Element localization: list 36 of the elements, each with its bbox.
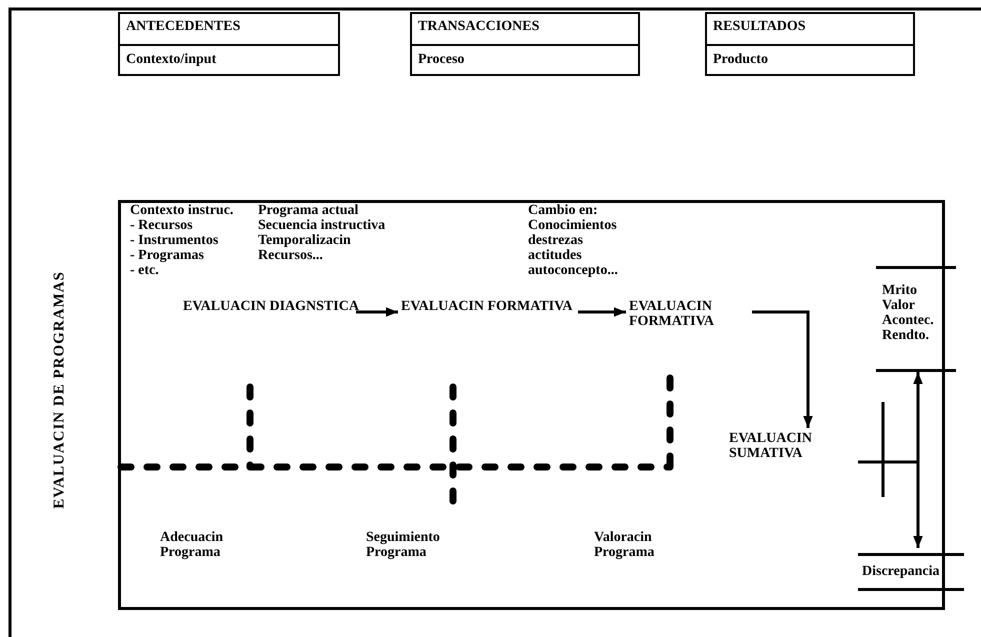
list-item: - Instrumentos: [130, 233, 218, 248]
outcome-label: Valoracin Programa: [594, 530, 656, 560]
arrow: [578, 307, 626, 317]
list-item: Programa actual: [258, 203, 358, 218]
outcome-label: Seguimiento Programa: [366, 530, 441, 560]
box-subheading: Contexto/input: [126, 52, 216, 68]
list-item: Conocimientos: [528, 218, 617, 233]
box-subheading: Proceso: [418, 52, 464, 68]
list-item: autoconcepto...: [528, 263, 618, 278]
outcome-text: Discrepancia: [858, 553, 964, 591]
list-item: Recursos...: [258, 248, 323, 263]
header-box: [705, 12, 915, 76]
arrow: [356, 307, 398, 317]
list-item: - Programas: [130, 248, 204, 263]
box-heading: ANTECEDENTES: [126, 19, 240, 35]
list-item: actitudes: [528, 248, 582, 263]
list-item: Temporalizacin: [258, 233, 351, 248]
outcome-text: Mrito Valor Acontec. Rendto.: [876, 266, 956, 372]
evaluation-stage: EVALUACIN SUMATIVA: [729, 431, 861, 461]
box-subheading: Producto: [713, 52, 768, 68]
header-box: [118, 12, 340, 76]
outcome-label: Adecuacin Programa: [160, 530, 224, 560]
box-heading: RESULTADOS: [713, 19, 806, 35]
evaluation-stage: EVALUACIN FORMATIVA: [401, 299, 581, 314]
evaluation-stage: EVALUACIN DIAGNSTICA: [183, 299, 359, 314]
box-heading: TRANSACCIONES: [418, 19, 540, 35]
arrow: [752, 310, 813, 428]
column-heading: Cambio en:: [528, 203, 598, 218]
list-item: - etc.: [130, 263, 159, 278]
list-item: - Recursos: [130, 218, 193, 233]
evaluation-stage: EVALUACIN FORMATIVA: [629, 299, 759, 329]
vertical-title: EVALUACIN DE PROGRAMAS: [52, 271, 68, 509]
header-box: [410, 12, 640, 76]
list-item: Secuencia instructiva: [258, 218, 386, 233]
list-item: destrezas: [528, 233, 583, 248]
column-heading: Contexto instruc.: [130, 203, 234, 218]
